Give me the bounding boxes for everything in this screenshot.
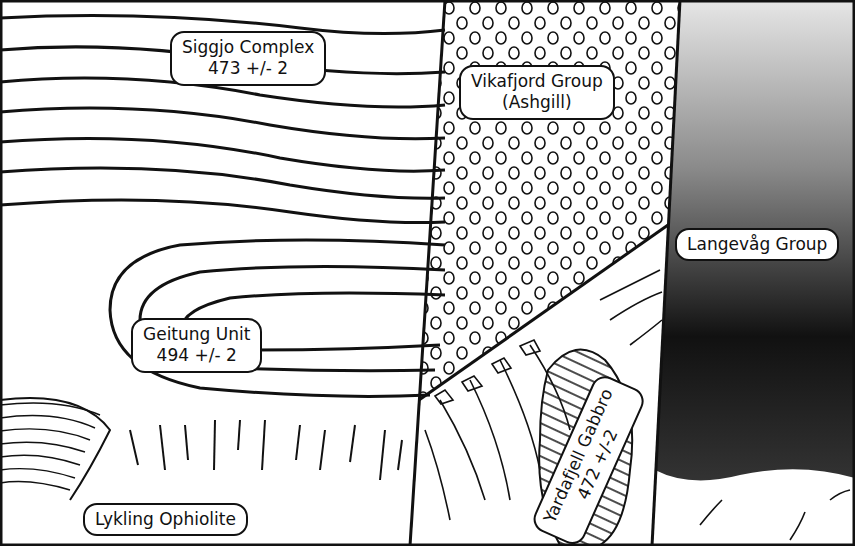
unit-name: Langevåg Group	[687, 234, 827, 255]
unit-label: Langevåg Group	[675, 228, 839, 261]
unit-label: Geitung Unit494 +/- 2	[131, 318, 262, 373]
unit-name: Vikafjord Group	[471, 71, 603, 92]
unit-age: 494 +/- 2	[143, 345, 250, 366]
unit-label: Siggjo Complex473 +/- 2	[170, 31, 326, 86]
unit-name: Geitung Unit	[143, 324, 250, 345]
unit-label: Vikafjord Group(Ashgill)	[459, 65, 615, 120]
unit-age: 473 +/- 2	[182, 58, 314, 79]
unit-name: Siggjo Complex	[182, 37, 314, 58]
unit-age: (Ashgill)	[471, 92, 603, 113]
unit-name: Lykling Ophiolite	[95, 509, 236, 530]
unit-label: Lykling Ophiolite	[83, 503, 248, 536]
